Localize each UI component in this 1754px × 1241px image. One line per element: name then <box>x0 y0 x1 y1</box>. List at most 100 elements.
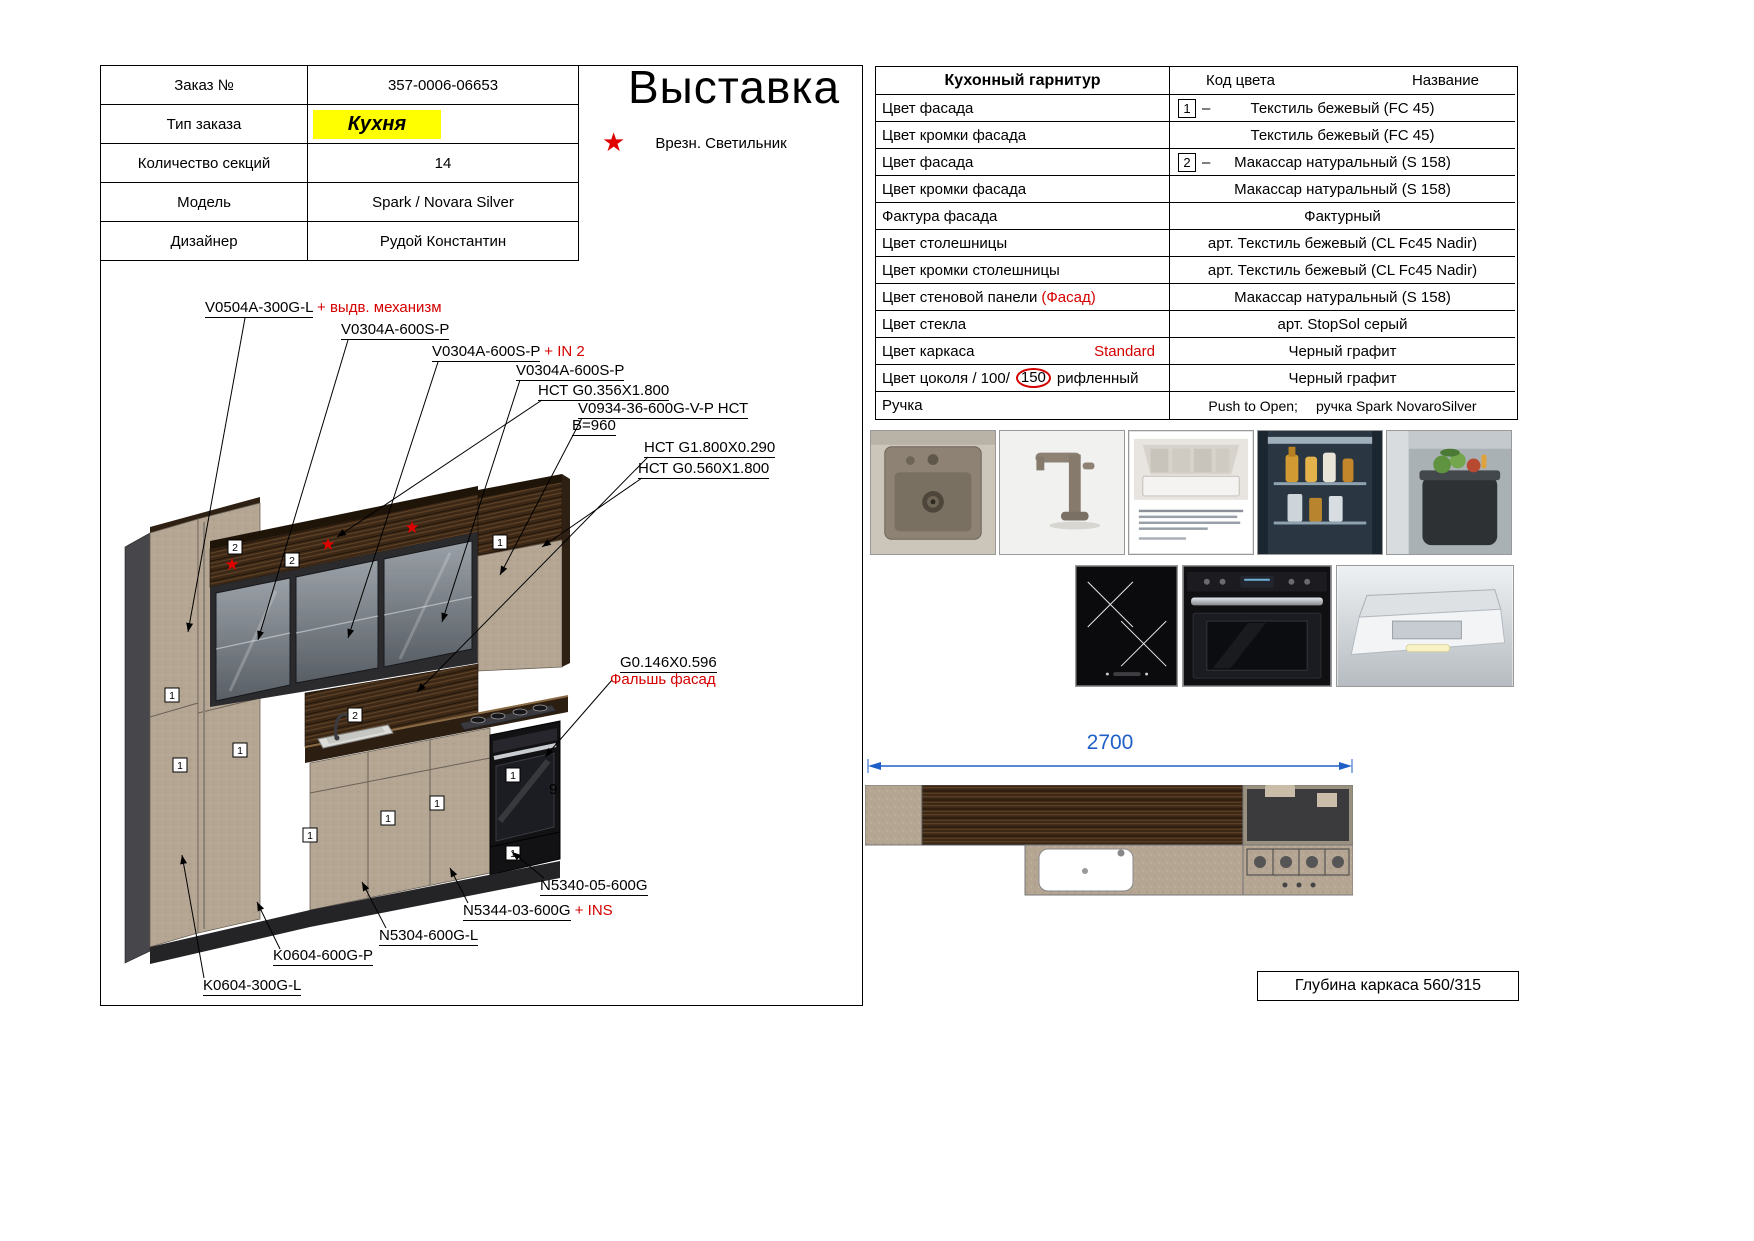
facade-markers: 2 2 2 1 1 1 1 1 1 1 1 1 <box>164 534 521 861</box>
marker-2: 2 <box>232 542 238 554</box>
callout-label: K0604-600G-P <box>273 947 374 966</box>
col-code-header: Код цвета <box>1206 72 1275 89</box>
spec-value: 2– Макассар натуральный (S 158) <box>1170 149 1515 176</box>
callout-label: N5304-600G-L <box>379 927 479 946</box>
recessed-light-stars: ★ ★ ★ <box>224 518 419 575</box>
order-type-badge: Кухня <box>313 109 441 139</box>
callout-label: V0304A-600S-P <box>516 362 625 381</box>
drawer-organizer-photo <box>1128 430 1254 555</box>
callout-label: НСТ G1.800X0.290 <box>644 439 776 458</box>
callout-label: НСТ G0.356X1.800 <box>538 382 670 401</box>
marker-1: 1 <box>434 798 440 810</box>
spec-value: Черный графит <box>1170 365 1515 392</box>
dimension-arrow <box>867 759 1353 773</box>
marker-2: 2 <box>352 710 358 722</box>
order-type-cell: Кухня <box>307 104 579 144</box>
order-label: Тип заказа <box>100 104 308 144</box>
cooktop-drawing <box>459 704 557 731</box>
elevation-drawing <box>865 785 1353 896</box>
spec-label: Цвет кромки фасада <box>876 176 1170 203</box>
marker-2: 2 <box>289 555 295 567</box>
order-row: Дизайнер Рудой Константин <box>100 221 579 261</box>
marker-1: 1 <box>169 690 175 702</box>
hood-photo <box>1336 565 1514 687</box>
marker-1: 1 <box>510 770 516 782</box>
spec-value: Макассар натуральный (S 158) <box>1170 176 1515 203</box>
spec-label: Цвет стекла <box>876 311 1170 338</box>
spec-value: арт. Текстиль бежевый (CL Fc45 Nadir) <box>1170 257 1515 284</box>
model-name: Spark / Novara Silver <box>307 182 579 222</box>
order-row: Модель Spark / Novara Silver <box>100 182 579 222</box>
marker-1: 1 <box>497 537 503 549</box>
marker-1: 1 <box>177 760 183 772</box>
code-chip: 1 <box>1178 98 1196 118</box>
faucet-photo <box>999 430 1125 555</box>
dimension-value: 2700 <box>1086 731 1134 754</box>
oven-drawing <box>489 720 561 876</box>
code-chip: 2 <box>1178 152 1196 172</box>
spec-value: Макассар натуральный (S 158) <box>1170 284 1515 311</box>
sink-and-faucet <box>317 713 394 749</box>
order-row: Заказ № 357-0006-06653 <box>100 65 579 105</box>
circled-plinth-height: 150 <box>1015 368 1051 388</box>
carcass-depth-note: Глубина каркаса 560/315 <box>1257 971 1519 1001</box>
order-row: Количество секций 14 <box>100 143 579 183</box>
star-icon: ★ <box>224 555 239 575</box>
star-legend: ★ Врезн. Светильник <box>602 130 787 156</box>
order-row: Тип заказа Кухня <box>100 104 579 144</box>
star-icon: ★ <box>404 518 419 538</box>
callout-label: V0304A-600S-P <box>341 321 450 340</box>
callout-label: N5344-03-600G + INS <box>463 902 613 921</box>
dimension: 2700 <box>865 731 1355 755</box>
bottle-shelf-photo <box>1257 430 1383 555</box>
spec-label: Цвет стеновой панели(Фасад) <box>876 284 1170 311</box>
tall-cabinet-right <box>477 474 570 672</box>
callout-label: B=960 <box>572 417 616 436</box>
star-icon: ★ <box>602 128 626 158</box>
spec-label: Цвет фасада <box>876 149 1170 176</box>
callout-label: V0934-36-600G-V-P НСТ <box>578 400 749 419</box>
callout-label: N5340-05-600G <box>540 877 648 896</box>
marker-1: 1 <box>237 745 243 757</box>
spec-label: Цвет кромки столешницы <box>876 257 1170 284</box>
order-label: Модель <box>100 182 308 222</box>
plinth <box>150 861 560 964</box>
countertop-plan <box>1024 844 1353 896</box>
spec-value: 1– Текстиль бежевый (FC 45) <box>1170 95 1515 122</box>
sink-photo <box>870 430 996 555</box>
order-number: 357-0006-06653 <box>307 65 579 105</box>
partial-label: 9 <box>549 781 558 798</box>
page-title: Выставка <box>628 61 841 113</box>
spec-label: Ручка <box>876 392 1170 419</box>
oven-photo <box>1182 565 1332 687</box>
spec-title: Кухонный гарнитур <box>876 67 1170 95</box>
order-table: Заказ № 357-0006-06653 Тип заказа Кухня … <box>100 65 579 261</box>
spec-value: Фактурный <box>1170 203 1515 230</box>
spec-table: Кухонный гарнитур Код цвета Название Цве… <box>875 66 1518 420</box>
spec-value: Push to Open;ручка Spark NovaroSilver <box>1208 397 1477 414</box>
spec-label: Цвет фасада <box>876 95 1170 122</box>
spec-header-cols: Код цвета Название <box>1170 67 1515 95</box>
callout-label: V0504A-300G-L + выдв. механизм <box>205 299 442 318</box>
leader-lines <box>180 317 649 979</box>
designer-name: Рудой Константин <box>307 221 579 261</box>
marker-1: 1 <box>385 813 391 825</box>
order-label: Дизайнер <box>100 221 308 261</box>
spec-value: арт. StopSol серый <box>1170 311 1515 338</box>
section-count: 14 <box>307 143 579 183</box>
spec-value: Черный графит <box>1170 338 1515 365</box>
kitchen-drawing: 2 2 2 1 1 1 1 1 1 1 1 1 ★ ★ ★ <box>124 317 649 979</box>
tall-cabinets-left <box>124 497 261 964</box>
star-legend-label: Врезн. Светильник <box>655 134 787 152</box>
appliance-photos-row2 <box>1075 565 1514 687</box>
star-icon: ★ <box>320 535 335 555</box>
upper-cabinet-band <box>865 785 1353 846</box>
callout-label: V0304A-600S-P + IN 2 <box>432 343 585 362</box>
callout-label: НСТ G0.560X1.800 <box>638 460 770 479</box>
marker-1: 1 <box>307 830 313 842</box>
appliance-photos-row1 <box>870 430 1512 555</box>
